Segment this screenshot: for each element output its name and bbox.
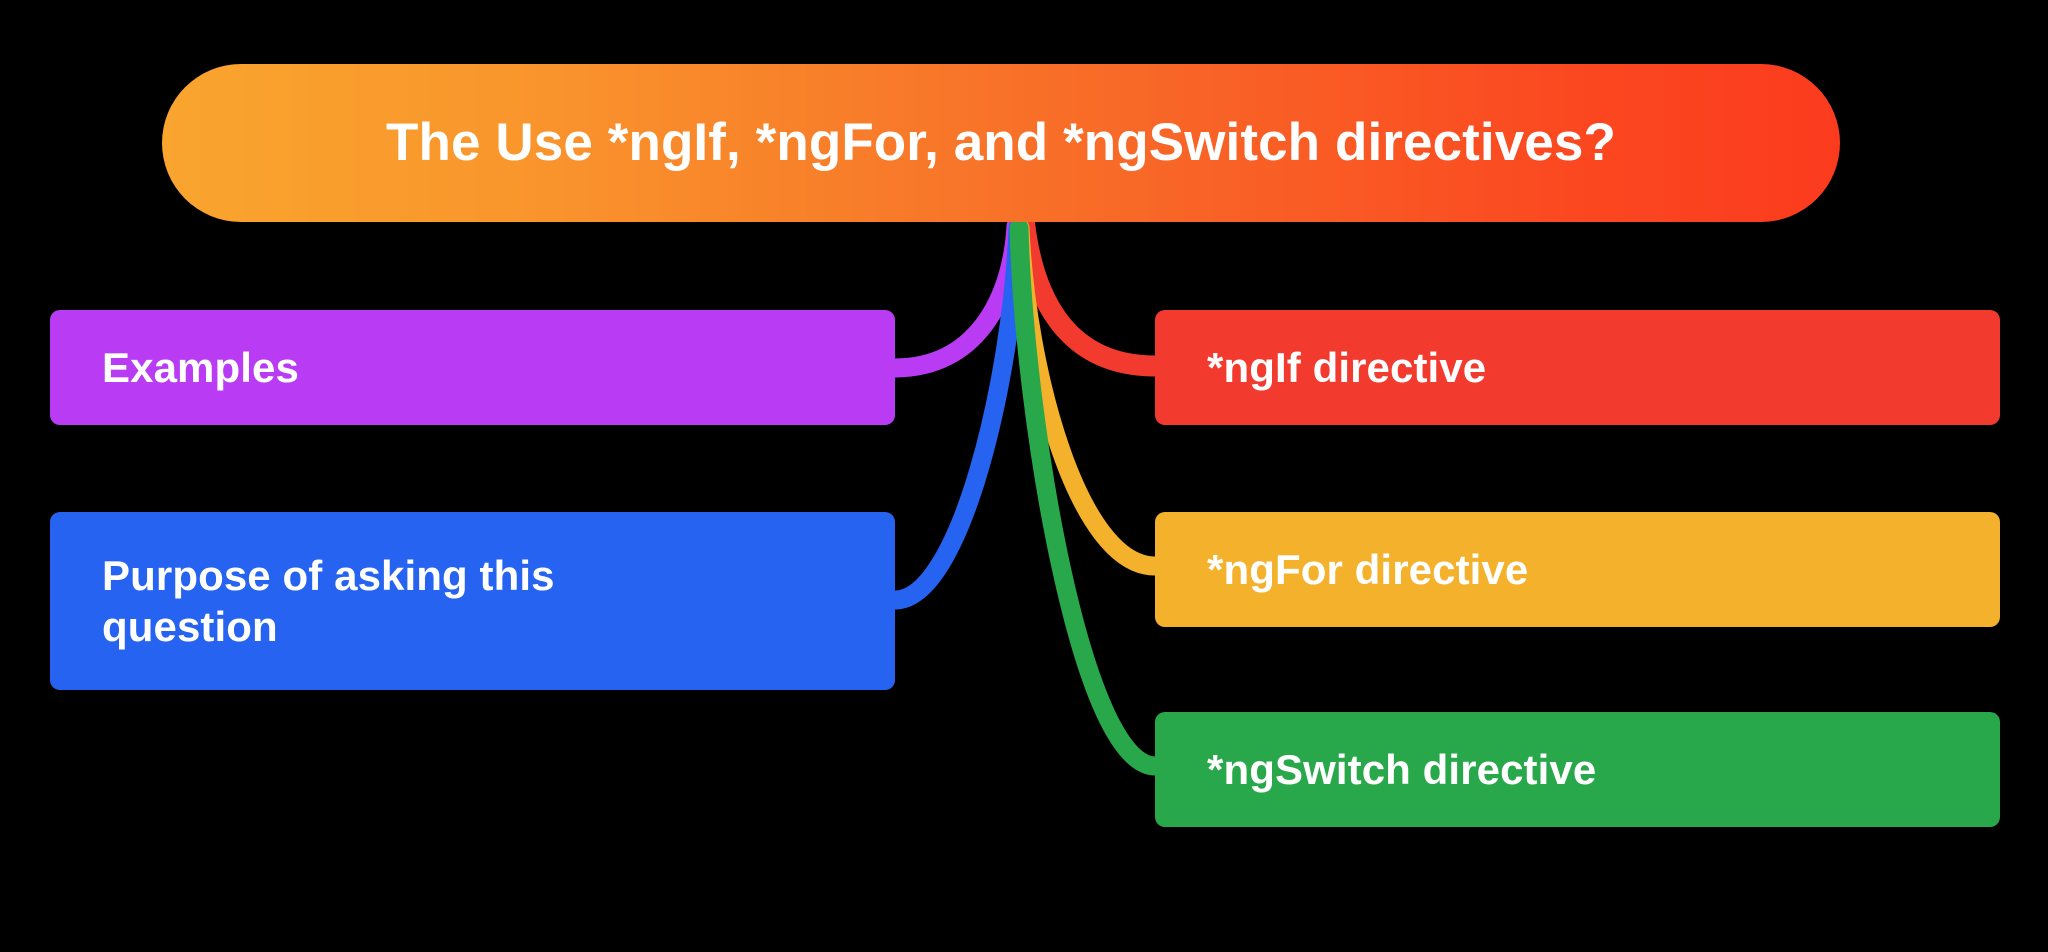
node-ngfor-label: *ngFor directive — [1207, 545, 1529, 593]
node-purpose-label: Purpose of asking this question — [102, 550, 555, 652]
root-title: The Use *ngIf, *ngFor, and *ngSwitch dir… — [386, 112, 1616, 172]
connector-examples — [885, 216, 1026, 378]
node-ngswitch[interactable]: *ngSwitch directive — [1155, 712, 2000, 827]
node-ngswitch-label: *ngSwitch directive — [1207, 745, 1597, 793]
node-purpose[interactable]: Purpose of asking this question — [50, 512, 895, 690]
node-purpose-label-line2: question — [102, 603, 278, 650]
node-examples[interactable]: Examples — [50, 310, 895, 425]
connector-ngswitch — [1009, 218, 1165, 776]
root-node[interactable]: The Use *ngIf, *ngFor, and *ngSwitch dir… — [162, 64, 1840, 222]
connector-ngfor — [1010, 218, 1165, 576]
node-purpose-label-line1: Purpose of asking this — [102, 551, 555, 599]
node-ngif[interactable]: *ngIf directive — [1155, 310, 2000, 425]
node-ngif-label: *ngIf directive — [1207, 343, 1487, 391]
connector-purpose — [885, 218, 1028, 610]
node-ngfor[interactable]: *ngFor directive — [1155, 512, 2000, 627]
node-examples-label: Examples — [102, 343, 299, 391]
